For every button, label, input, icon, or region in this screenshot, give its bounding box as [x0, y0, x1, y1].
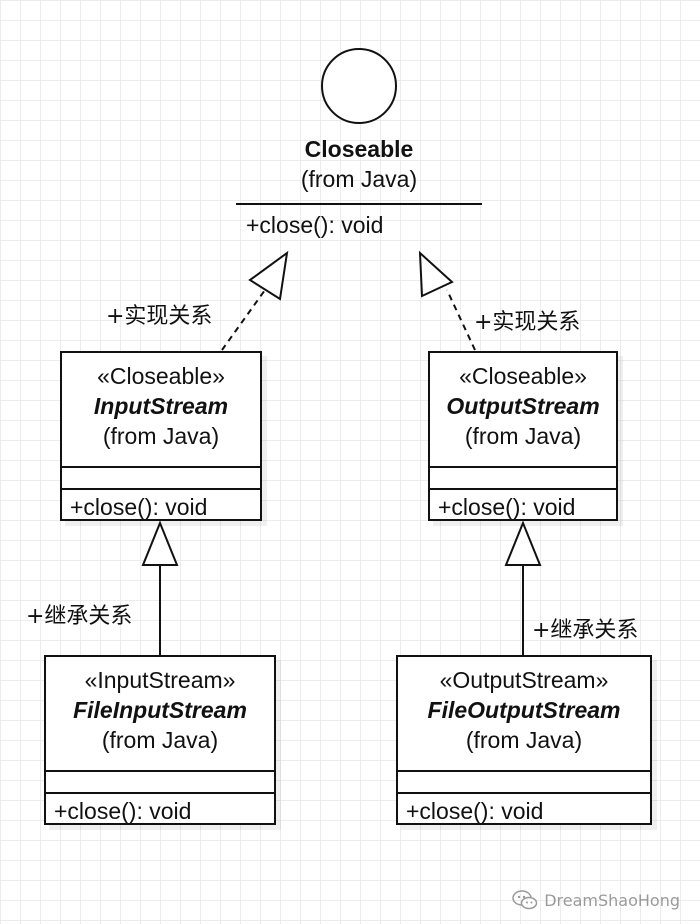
interface-name: Closeable — [304, 136, 414, 162]
attributes-compartment — [430, 466, 616, 488]
watermark-text: DreamShaoHong — [544, 890, 680, 910]
class-source: (from Java) — [102, 423, 220, 449]
class-name: OutputStream — [446, 393, 600, 419]
realization-arrow-right — [418, 250, 454, 298]
class-name: InputStream — [93, 393, 229, 419]
inheritance-arrow-left — [141, 520, 179, 566]
class-input-stream[interactable]: «Closeable» InputStream (from Java) +clo… — [60, 351, 262, 521]
class-file-input-stream[interactable]: «InputStream» FileInputStream (from Java… — [44, 655, 276, 825]
inheritance-label-left: +继承关系 — [26, 604, 133, 629]
class-operation: +close(): void — [62, 488, 260, 525]
attributes-compartment — [46, 770, 274, 792]
class-source: (from Java) — [465, 727, 583, 753]
realization-label-left: +实现关系 — [106, 304, 213, 329]
watermark: DreamShaoHong — [512, 890, 680, 910]
realization-label-right: +实现关系 — [474, 310, 581, 335]
realization-line-left — [221, 289, 266, 351]
class-operation: +close(): void — [398, 792, 650, 829]
class-file-output-stream[interactable]: «OutputStream» FileOutputStream (from Ja… — [396, 655, 652, 825]
interface-operation: +close(): void — [246, 212, 384, 238]
class-source: (from Java) — [464, 423, 582, 449]
class-output-stream[interactable]: «Closeable» OutputStream (from Java) +cl… — [428, 351, 618, 521]
class-operation: +close(): void — [46, 792, 274, 829]
attributes-compartment — [398, 770, 650, 792]
stereotype: «Closeable» — [97, 363, 225, 389]
class-operation: +close(): void — [430, 488, 616, 525]
realization-line-right — [446, 289, 476, 351]
class-source: (from Java) — [101, 727, 219, 753]
class-name: FileOutputStream — [427, 697, 621, 723]
attributes-compartment — [62, 466, 260, 488]
stereotype: «OutputStream» — [439, 667, 609, 693]
stereotype: «InputStream» — [84, 667, 236, 693]
class-name: FileInputStream — [73, 697, 247, 723]
realization-arrow-left — [248, 250, 289, 301]
interface-source: (from Java) — [300, 166, 418, 192]
interface-closeable[interactable]: Closeable (from Java) — [236, 134, 482, 194]
interface-circle-icon — [321, 48, 397, 124]
inheritance-arrow-right — [504, 520, 542, 566]
stereotype: «Closeable» — [459, 363, 587, 389]
wechat-icon — [512, 890, 538, 910]
inheritance-label-right: +继承关系 — [532, 618, 639, 643]
